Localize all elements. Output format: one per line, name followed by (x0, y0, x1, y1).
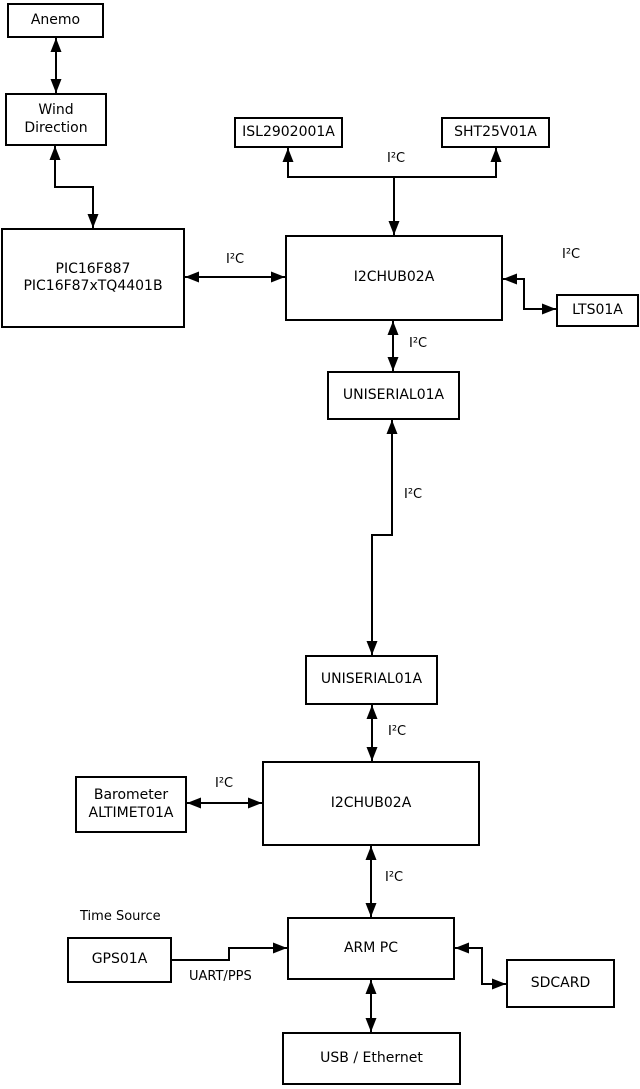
edge-hub1-lts (503, 273, 556, 315)
node-uniserial01a-1-label: UNISERIAL01A (342, 386, 445, 403)
node-gps01a: GPS01A (67, 937, 172, 983)
node-anemo: Anemo (7, 3, 104, 38)
edge-armpc-sdcard (455, 942, 506, 990)
edge-label-i2c-uniserial-link: I²C (404, 487, 423, 502)
node-sht25v01a: SHT25V01A (441, 117, 550, 148)
node-sdcard: SDCARD (506, 959, 615, 1008)
node-isl2902001a: ISL2902001A (234, 117, 343, 148)
edge-label-i2c-pic-hub1: I²C (226, 252, 245, 267)
edge-label-uart-pps: UART/PPS (189, 969, 252, 984)
node-usb-ethernet-label: USB / Ethernet (320, 1049, 423, 1066)
edge-label-i2c-hub2-armpc: I²C (385, 870, 404, 885)
node-gps01a-label: GPS01A (91, 951, 148, 968)
node-uniserial01a-1: UNISERIAL01A (327, 371, 460, 420)
edge-label-i2c-hub1-lts: I²C (562, 247, 581, 262)
node-arm-pc-label: ARM PC (343, 939, 399, 956)
node-i2chub02a-2: I2CHUB02A (262, 761, 480, 846)
node-wind-direction: Wind Direction (5, 93, 107, 146)
edge-label-i2c-isl-sht: I²C (387, 151, 406, 166)
node-pic-line1: PIC16F887 (55, 260, 131, 277)
edge-label-i2c-hub1-uniserial1: I²C (409, 336, 428, 351)
node-pic-line2: PIC16F87xTQ4401B (23, 278, 163, 294)
node-i2chub02a-1: I2CHUB02A (285, 235, 503, 321)
node-arm-pc: ARM PC (287, 917, 455, 980)
edge-wind-pic (49, 146, 99, 228)
node-wind-direction-line2: Direction (24, 119, 88, 136)
node-uniserial01a-2-label: UNISERIAL01A (320, 671, 423, 688)
node-barometer-line1: Barometer (93, 787, 169, 803)
node-lts01a: LTS01A (556, 294, 639, 327)
edge-gps-armpc (172, 942, 287, 961)
edge-label-i2c-uniserial2-hub2: I²C (388, 724, 407, 739)
node-i2chub02a-1-label: I2CHUB02A (353, 269, 435, 286)
node-uniserial01a-2: UNISERIAL01A (305, 655, 438, 705)
node-barometer: Barometer ALTIMET01A (75, 776, 187, 833)
edge-uniserial1-uniserial2 (366, 420, 398, 655)
node-anemo-label: Anemo (30, 11, 81, 28)
node-wind-direction-line1: Wind (38, 102, 74, 118)
node-usb-ethernet: USB / Ethernet (282, 1032, 461, 1085)
edge-label-i2c-barometer-hub2: I²C (215, 776, 234, 791)
node-isl2902001a-label: ISL2902001A (242, 123, 335, 140)
edge-label-time-source: Time Source (80, 909, 161, 924)
node-i2chub02a-2-label: I2CHUB02A (330, 794, 412, 811)
node-sht25v01a-label: SHT25V01A (454, 123, 537, 140)
node-pic: PIC16F887 PIC16F87xTQ4401B (1, 228, 185, 328)
node-barometer-line2: ALTIMET01A (88, 804, 174, 821)
node-lts01a-label: LTS01A (572, 301, 623, 318)
node-sdcard-label: SDCARD (530, 974, 591, 991)
edge-isl-sht-bus (282, 148, 502, 178)
